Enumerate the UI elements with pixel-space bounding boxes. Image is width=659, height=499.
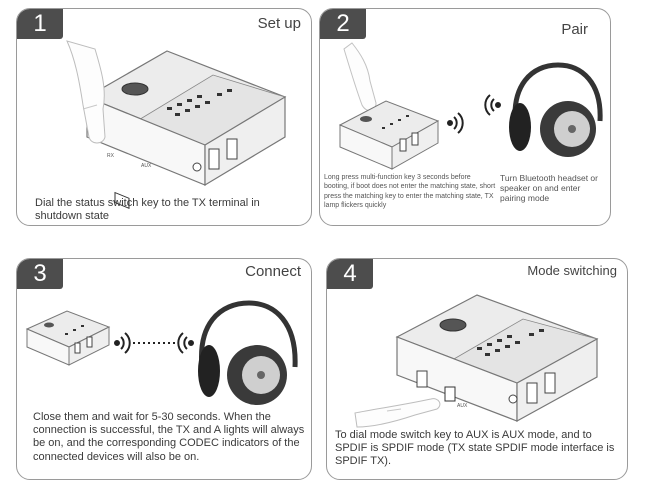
hand-illustration <box>66 40 106 144</box>
power-button <box>360 116 372 122</box>
optical-port <box>526 382 538 404</box>
connection-illustration <box>25 300 298 405</box>
step-caption: Dial the status switch key to the TX ter… <box>35 197 260 223</box>
indicator-lights <box>477 329 544 356</box>
step-caption: Turn Bluetooth headset or speaker on and… <box>500 173 598 204</box>
step-panel-pair: 2 Pair Long press mul <box>319 8 611 226</box>
step-panel-connect: 3 Connect Close them and w <box>16 258 312 480</box>
optical-port <box>544 372 556 394</box>
headphones-illustration <box>198 300 298 405</box>
aux-port <box>192 162 202 172</box>
optical-port <box>208 148 220 170</box>
mode-switch <box>444 386 456 402</box>
optical-port <box>226 138 238 160</box>
bluetooth-signal-icon <box>114 332 131 354</box>
step-number-badge: 3 <box>17 259 63 289</box>
hand-illustration <box>343 42 377 112</box>
step-title: Pair <box>561 21 588 38</box>
power-button <box>44 322 54 328</box>
step-number-badge: 2 <box>320 9 366 39</box>
step-number-badge: 4 <box>327 259 373 289</box>
optical-port <box>416 370 428 388</box>
step-title: Set up <box>257 15 301 32</box>
switch-label: RX <box>107 153 115 159</box>
step-caption: Long press multi-function key 3 seconds … <box>324 174 496 210</box>
indicator-lights <box>167 89 232 116</box>
bluetooth-signal-icon <box>447 112 464 134</box>
switch-label: AUX <box>141 163 152 169</box>
step-number-badge: 1 <box>17 9 63 39</box>
device-illustration: RX AUX <box>66 40 287 209</box>
step-panel-mode-switching: 4 Mode switching AUX To dial mode switch… <box>326 258 628 480</box>
step-caption: Close them and wait for 5-30 seconds. Wh… <box>33 411 305 463</box>
step-title: Connect <box>245 263 301 280</box>
bluetooth-signal-icon <box>484 94 501 116</box>
aux-port <box>508 394 518 404</box>
device-side <box>204 95 286 187</box>
status-switch <box>114 191 130 209</box>
pairing-illustration <box>338 42 603 170</box>
bluetooth-signal-icon <box>177 332 194 354</box>
switch-label: AUX <box>457 403 468 409</box>
hand-illustration <box>354 398 441 428</box>
step-panel-setup: 1 Set up RX AUX Dial the status switch k… <box>16 8 312 226</box>
headphones-illustration <box>509 62 603 157</box>
device-illustration: AUX <box>354 294 599 428</box>
step-caption: To dial mode switch key to AUX is AUX mo… <box>335 429 615 468</box>
power-button <box>121 82 149 96</box>
power-button <box>439 318 467 332</box>
step-title: Mode switching <box>527 263 617 278</box>
